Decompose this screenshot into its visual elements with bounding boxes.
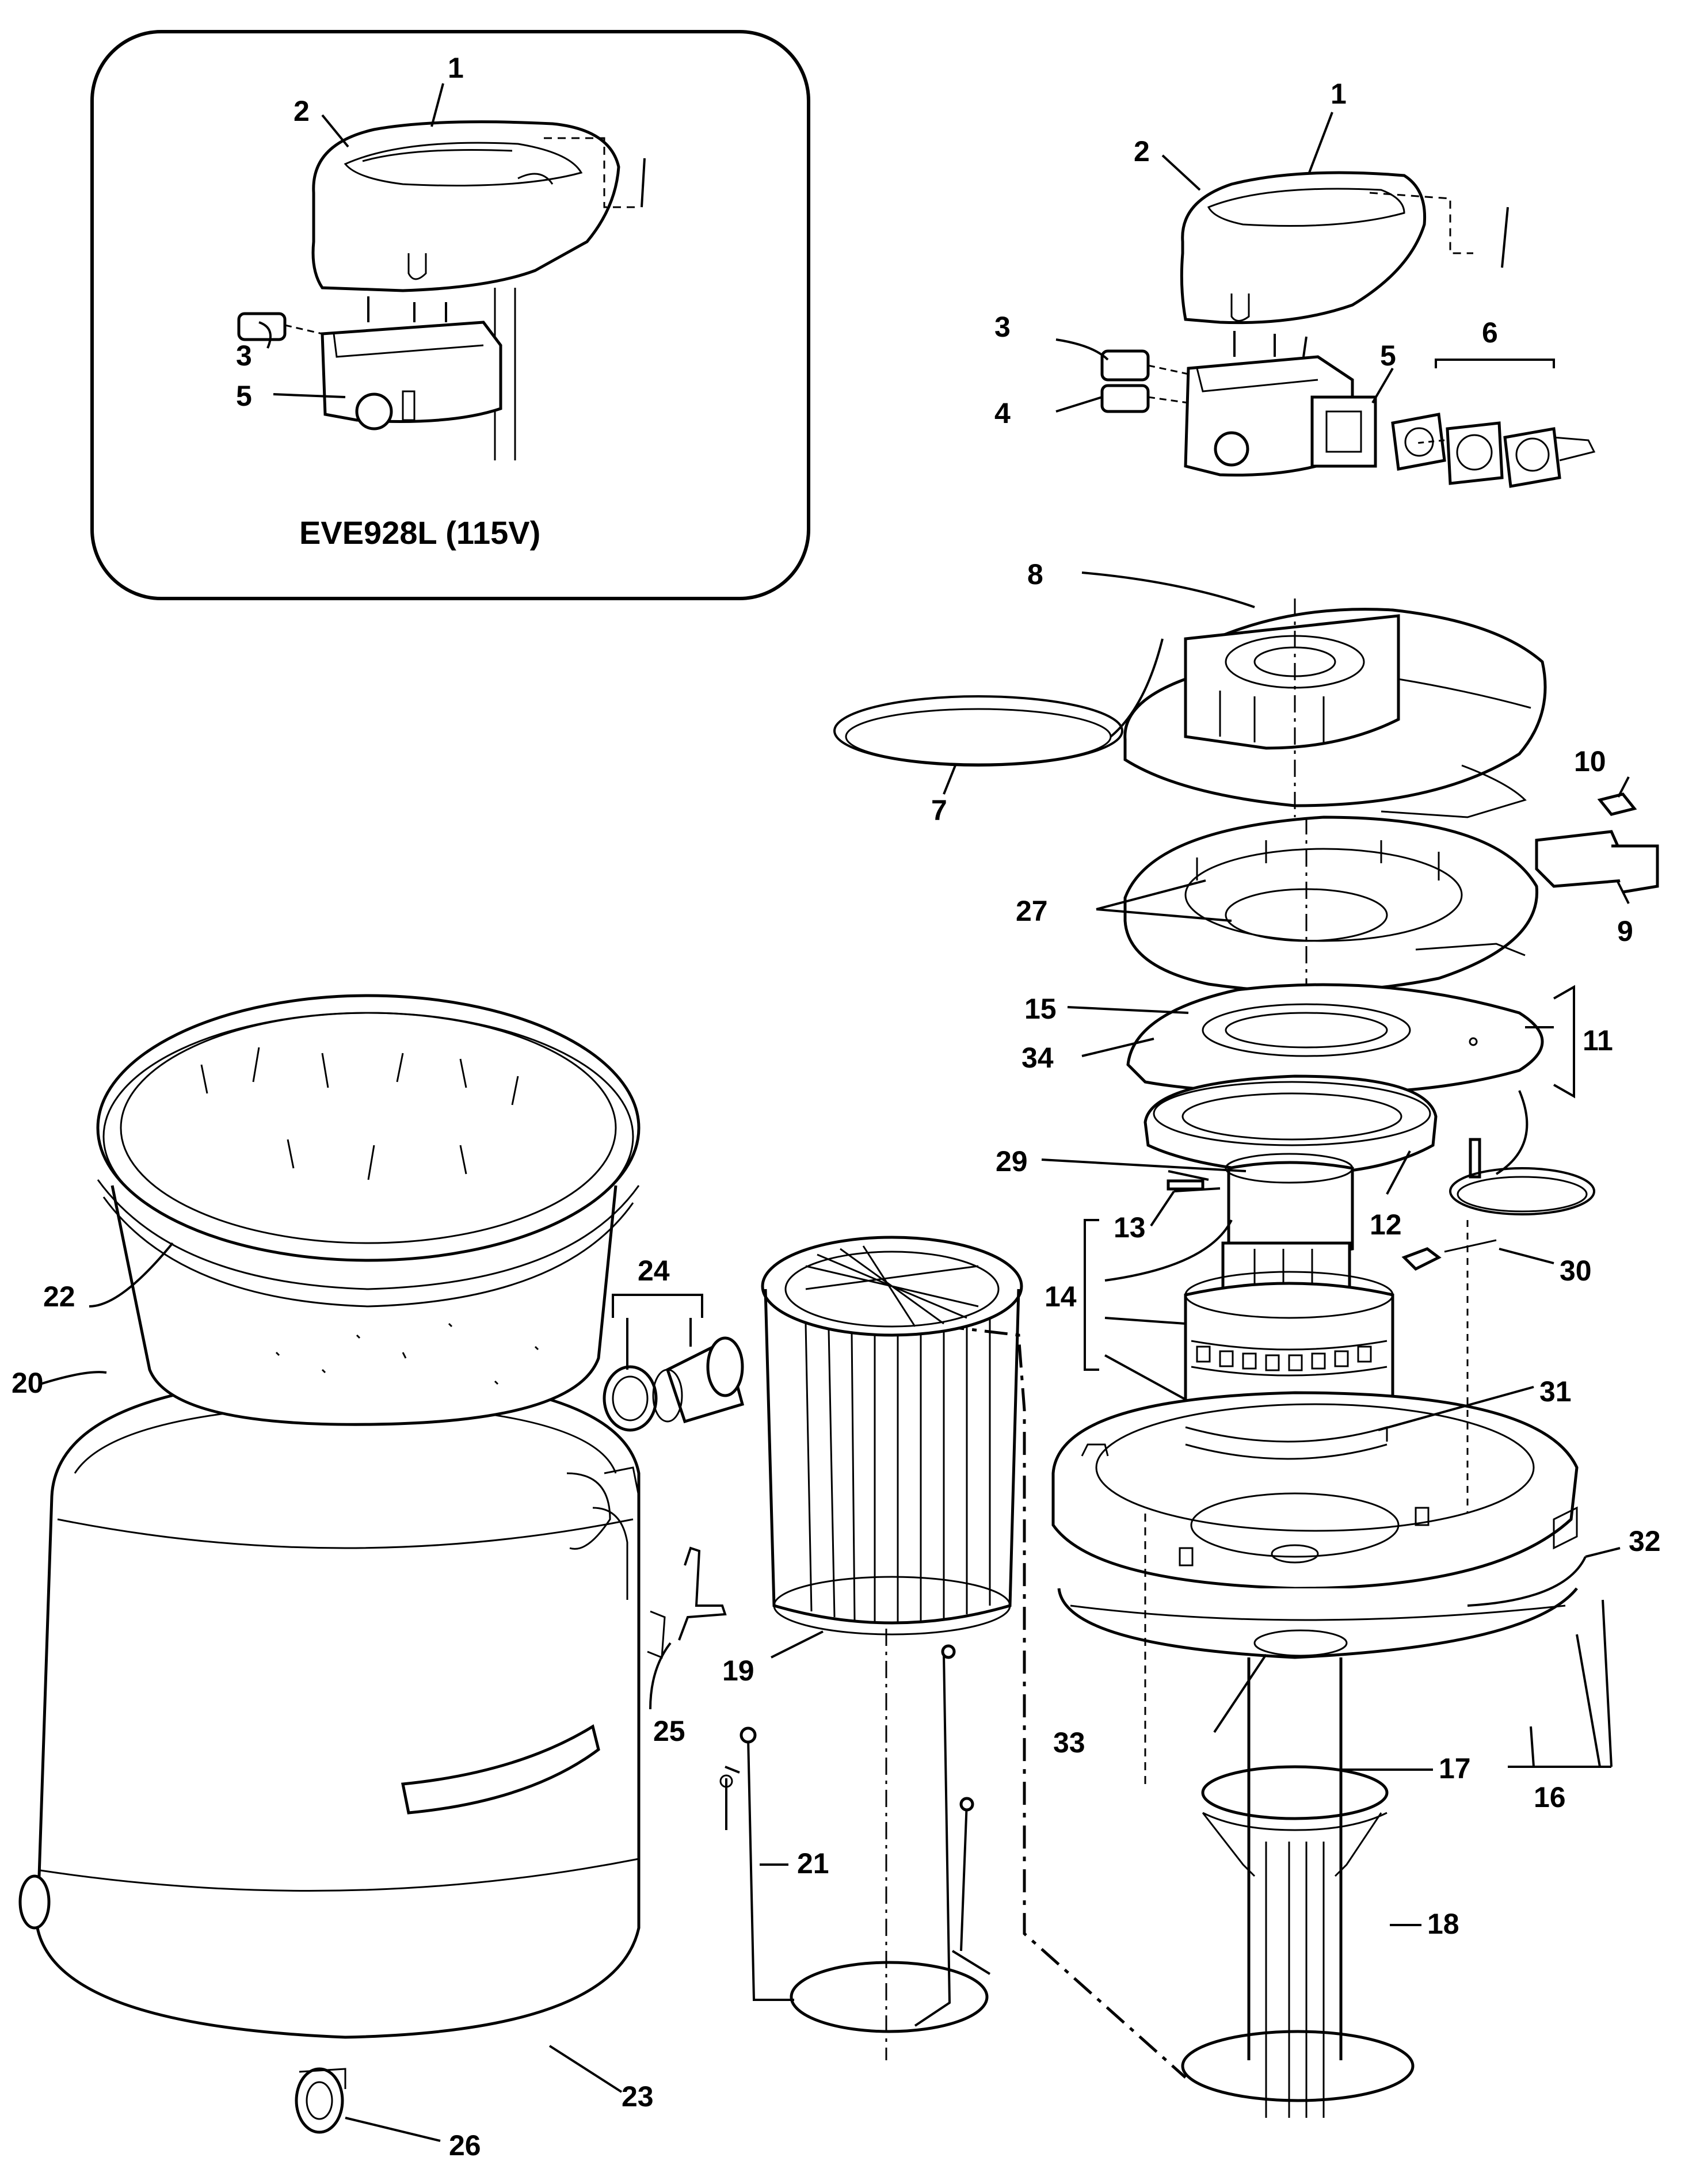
- suction-tube: [1181, 1657, 1415, 2118]
- inset-motor-cover: [311, 120, 646, 460]
- callout-26: 26: [449, 2129, 481, 2162]
- callout-22: 22: [43, 1280, 75, 1313]
- callout-8: 8: [1027, 558, 1043, 590]
- callout-2: 2: [1134, 135, 1150, 167]
- callout-5: 5: [1380, 340, 1396, 372]
- mounting-plate: [1126, 983, 1544, 1095]
- callout-3: 3: [994, 311, 1011, 343]
- callout-34: 34: [1021, 1042, 1054, 1074]
- callout-18: 18: [1427, 1908, 1459, 1940]
- inset-callout-3: 3: [236, 340, 252, 372]
- callout-21: 21: [797, 1847, 829, 1880]
- inlet-adapter: [603, 1336, 745, 1432]
- callout-17: 17: [1439, 1752, 1471, 1785]
- callout-4: 4: [994, 397, 1011, 429]
- impeller-housing: [1144, 1074, 1438, 1176]
- callout-23: 23: [622, 2080, 654, 2113]
- callout-29: 29: [996, 1145, 1028, 1177]
- motor-housing-top: [1123, 599, 1547, 818]
- inset-title: EVE928L (115V): [299, 514, 540, 551]
- callout-11: 11: [1583, 1024, 1613, 1057]
- callout-19: 19: [722, 1655, 754, 1687]
- callout-13: 13: [1114, 1211, 1146, 1244]
- inset-switch-housing: [237, 296, 502, 430]
- power-cord: [833, 638, 1164, 767]
- castor-front: [295, 2067, 346, 2134]
- callout-30: 30: [1560, 1255, 1592, 1287]
- switch-assembly: [1535, 792, 1659, 894]
- callout-32: 32: [1629, 1525, 1661, 1557]
- callout-25: 25: [653, 1715, 685, 1747]
- callout-33: 33: [1053, 1726, 1085, 1759]
- inset-callout-2: 2: [294, 95, 310, 127]
- inset-callout-5: 5: [236, 380, 252, 412]
- callout-27: 27: [1016, 895, 1048, 927]
- callout-31: 31: [1539, 1375, 1572, 1408]
- container: [36, 1374, 641, 2039]
- motor-cover-assembly: [1100, 171, 1596, 488]
- callout-6: 6: [1482, 317, 1498, 349]
- motor-base: [1051, 1220, 1579, 1659]
- callout-9: 9: [1617, 915, 1633, 947]
- filter-bag: [96, 994, 641, 1426]
- cartridge-filter: [761, 1236, 1023, 1636]
- assembly-line: [897, 1319, 1187, 2079]
- castor-left: [18, 1874, 51, 1930]
- motor-support-ring: [1123, 815, 1539, 1036]
- callout-20: 20: [12, 1367, 44, 1399]
- latch-clip: [647, 1546, 727, 1659]
- callout-12: 12: [1370, 1209, 1402, 1241]
- callout-10: 10: [1574, 745, 1606, 777]
- callout-7: 7: [931, 794, 947, 826]
- filter-cage: [719, 1644, 991, 2033]
- callout-14: 14: [1045, 1280, 1077, 1313]
- callout-24: 24: [638, 1255, 670, 1287]
- callout-1: 1: [1331, 78, 1347, 110]
- inset-panel: 1 2 3 5 EVE928L (115V): [90, 30, 810, 600]
- callout-15: 15: [1024, 993, 1057, 1025]
- callout-16: 16: [1534, 1781, 1566, 1813]
- inset-callout-1: 1: [448, 52, 464, 84]
- thermal-cutout: [1401, 1239, 1497, 1271]
